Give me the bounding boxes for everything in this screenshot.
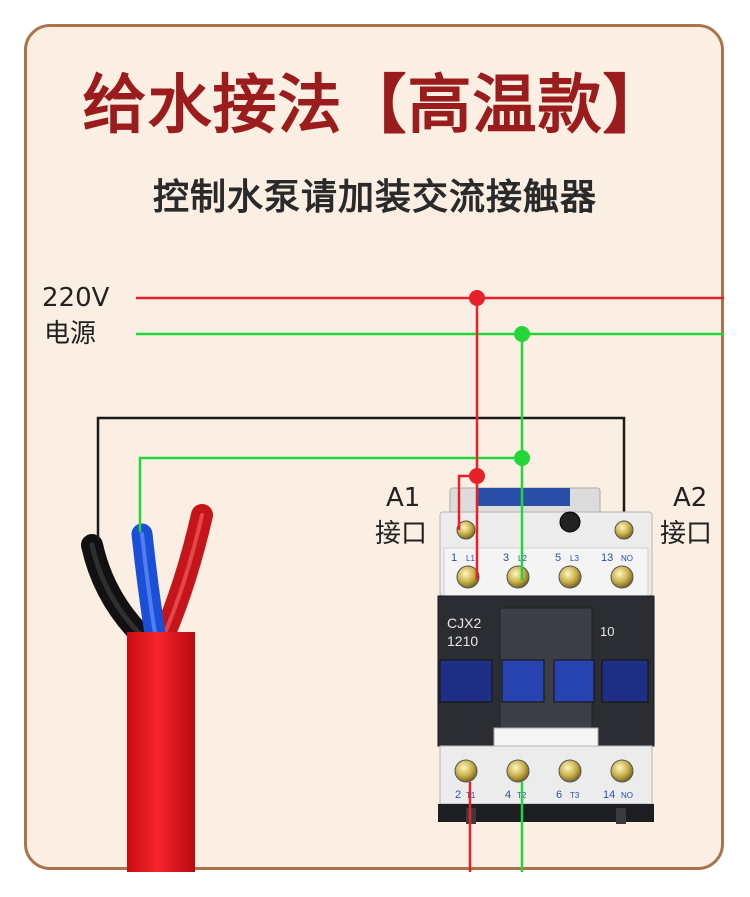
screw-l3 <box>558 565 582 589</box>
terminal-num-4: 4 <box>505 789 511 801</box>
terminal-num-1: 1 <box>451 552 457 564</box>
a1-terminal-label: 接口 <box>375 519 428 549</box>
a1-junction-dot <box>469 468 485 484</box>
contactor-aux-code: 10 <box>600 624 614 639</box>
terminal-tag-t3: T3 <box>570 791 580 800</box>
page-subtitle: 控制水泵请加装交流接触器 <box>152 177 597 218</box>
terminal-num-14: 14 <box>603 789 615 801</box>
power-source-label: 电源 <box>44 319 97 349</box>
terminal-num-5: 5 <box>555 552 561 564</box>
screw-l2 <box>506 565 530 589</box>
neutral-junction-dot <box>514 326 530 342</box>
contactor-screws <box>454 511 634 783</box>
page-title: 给水接法【高温款】 <box>82 69 668 143</box>
terminal-num-6: 6 <box>556 789 562 801</box>
green-junction-dot <box>514 450 530 466</box>
a1-terminal-name: A1 <box>386 483 421 513</box>
terminal-num-3: 3 <box>503 552 509 564</box>
contactor <box>437 487 655 824</box>
screw-13 <box>610 565 634 589</box>
terminal-tag-no-bottom: NO <box>621 791 633 800</box>
contactor-model: CJX2 <box>447 615 481 631</box>
screw-t3 <box>558 759 582 783</box>
screw-14 <box>610 759 634 783</box>
power-cable <box>81 504 213 872</box>
a2-terminal-name: A2 <box>673 483 708 513</box>
center-screw <box>559 511 581 533</box>
coil-screw-a1 <box>456 520 476 540</box>
screw-t2 <box>506 759 530 783</box>
contactor-code: 1210 <box>447 633 478 649</box>
control-wire-green <box>138 456 522 532</box>
screw-l1 <box>456 565 480 589</box>
a2-terminal-label: 接口 <box>660 519 713 549</box>
terminal-tag-no-top: NO <box>621 554 633 563</box>
live-junction-dot <box>469 290 485 306</box>
screw-t1 <box>454 759 478 783</box>
control-wire-black <box>96 416 626 540</box>
terminal-num-13: 13 <box>601 552 613 564</box>
coil-screw-a2 <box>614 520 634 540</box>
power-voltage-label: 220V <box>42 283 110 313</box>
terminal-tag-l1: L1 <box>466 554 475 563</box>
terminal-tag-l3: L3 <box>570 554 579 563</box>
terminal-num-2: 2 <box>455 789 461 801</box>
